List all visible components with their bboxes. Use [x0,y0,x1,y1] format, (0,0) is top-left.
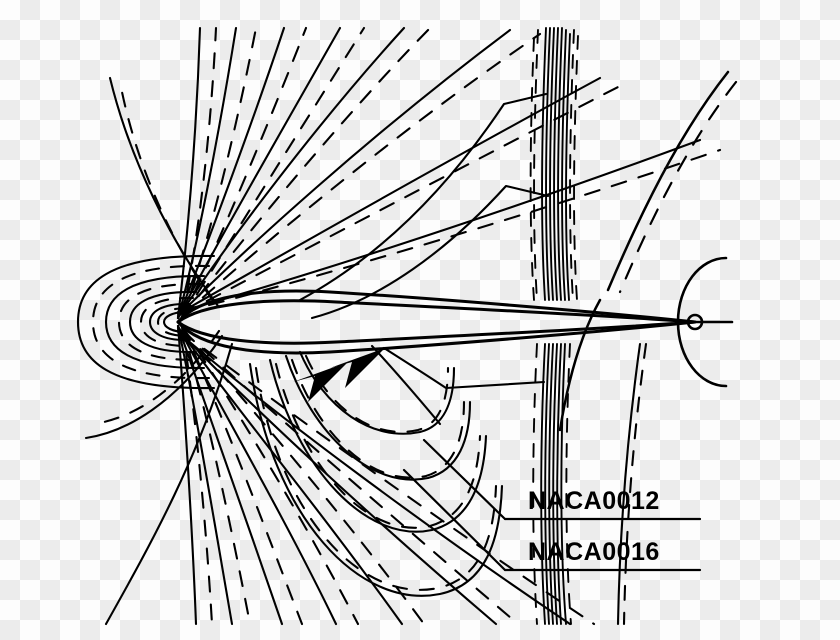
lower-left-arcs [84,329,234,626]
lower-streamlines [176,324,596,626]
flow-arrow-left [293,362,348,402]
leading-edge-equipotentials [76,254,216,390]
label-leaders [402,438,702,572]
wake-line-bundle-dashed [529,29,579,625]
upper-streamlines [176,26,722,320]
far-field-arc [558,70,738,432]
flow-arrow-right [330,348,385,388]
wake-line-bundle [540,27,571,625]
airfoil-naca0016-profile [176,289,697,355]
flow-arrows [293,348,385,402]
label-naca0016: NACA0016 [528,538,660,566]
right-vertical-contour [616,342,648,626]
lower-kinked-contours [370,344,546,426]
lower-equipotential-lobes [248,350,504,597]
upper-left-arc [108,76,220,308]
airfoil-naca0012-profile [176,299,697,345]
label-naca0012: NACA0012 [528,487,660,515]
leader-naca0012 [422,438,507,521]
upper-kinked-contours [298,92,550,320]
leader-naca0016 [402,468,507,572]
